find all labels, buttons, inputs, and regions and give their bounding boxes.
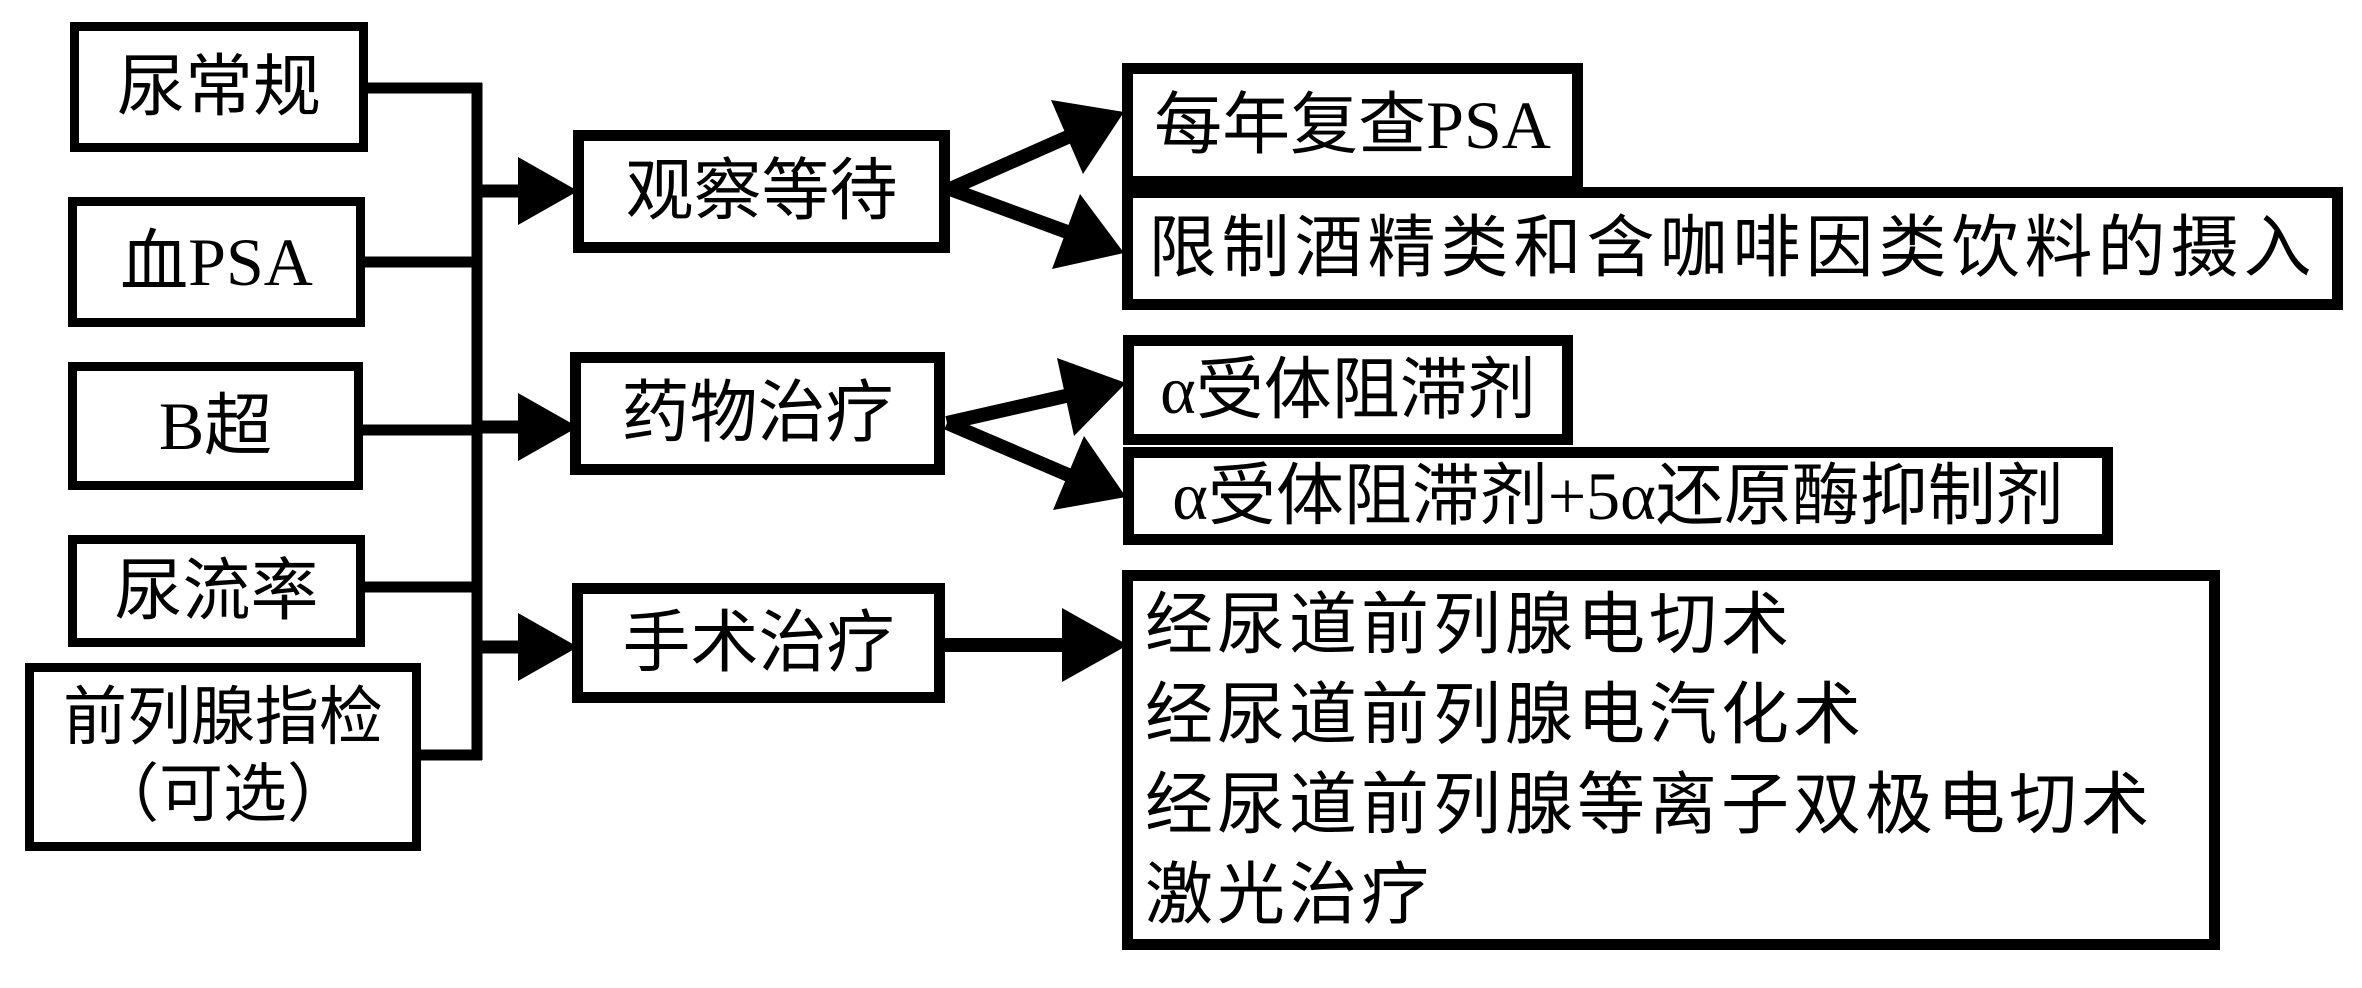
arrow-head-watchful-waiting xyxy=(518,157,578,225)
exam-sublabel-dre: （可选） xyxy=(95,759,351,830)
exam-box-ultrasound: B超 xyxy=(68,362,363,490)
outcome-box-limit-alcohol-caffeine: 限制酒精类和含咖啡因类饮料的摄入 xyxy=(1122,187,2343,310)
treatment-label-surgery: 手术治疗 xyxy=(622,604,895,681)
outcome-box-annual-psa-review: 每年复查PSA xyxy=(1122,63,1583,187)
outcome-label-alpha-blocker-plus-5ari: α受体阻滞剂+5α还原酶抑制剂 xyxy=(1172,457,2064,534)
arrow-head-surgery-options xyxy=(1062,608,1128,682)
exam-label-ultrasound: B超 xyxy=(158,387,273,464)
treatment-box-watchful-waiting: 观察等待 xyxy=(573,130,950,253)
exam-box-urinalysis: 尿常规 xyxy=(70,22,368,152)
exam-label-blood-psa: 血PSA xyxy=(120,223,313,300)
arrow-head-annual-psa xyxy=(1051,100,1124,174)
outcome-box-surgery-options: 经尿道前列腺电切术 经尿道前列腺电汽化术 经尿道前列腺等离子双极电切术 激光治疗 xyxy=(1122,570,2220,950)
surgery-option-tuvp: 经尿道前列腺电汽化术 xyxy=(1145,677,1866,753)
outcome-label-limit-alcohol-caffeine: 限制酒精类和含咖啡因类饮料的摄入 xyxy=(1148,210,2317,287)
treatment-label-medication: 药物治疗 xyxy=(621,375,894,452)
arrow-head-alpha-blocker-5ari xyxy=(1053,436,1126,510)
arrow-head-surgery xyxy=(518,613,578,681)
exam-box-uroflow: 尿流率 xyxy=(68,535,365,647)
surgery-option-turp: 经尿道前列腺电切术 xyxy=(1145,587,1794,663)
outcome-box-alpha-blocker-plus-5ari: α受体阻滞剂+5α还原酶抑制剂 xyxy=(1123,447,2113,545)
exam-label-uroflow: 尿流率 xyxy=(114,552,319,629)
exam-label-urinalysis: 尿常规 xyxy=(116,48,321,125)
outcome-label-annual-psa-review: 每年复查PSA xyxy=(1154,86,1551,163)
outcome-label-alpha-blocker: α受体阻滞剂 xyxy=(1160,351,1536,428)
treatment-box-surgery: 手术治疗 xyxy=(572,583,945,703)
treatment-box-medication: 药物治疗 xyxy=(570,352,945,475)
arrow-head-alpha-blocker xyxy=(1057,358,1126,436)
treatment-label-watchful-waiting: 观察等待 xyxy=(625,153,898,230)
arrow-shaft-alpha-blocker-5ari xyxy=(944,416,1076,484)
arrow-shaft-annual-psa xyxy=(947,129,1073,196)
surgery-option-laser: 激光治疗 xyxy=(1145,857,1434,933)
exam-box-dre: 前列腺指检 （可选） xyxy=(25,663,421,851)
exam-label-dre: 前列腺指检 xyxy=(63,682,383,754)
exam-box-blood-psa: 血PSA xyxy=(68,197,365,327)
arrow-head-limit-drinks xyxy=(1052,194,1124,269)
outcome-box-alpha-blocker: α受体阻滞剂 xyxy=(1123,335,1573,445)
arrow-head-medication xyxy=(518,393,578,461)
arrow-shaft-alpha-blocker xyxy=(945,388,1072,430)
arrow-shaft-limit-drinks xyxy=(947,182,1073,240)
surgery-option-pkrp: 经尿道前列腺等离子双极电切术 xyxy=(1145,767,2154,843)
